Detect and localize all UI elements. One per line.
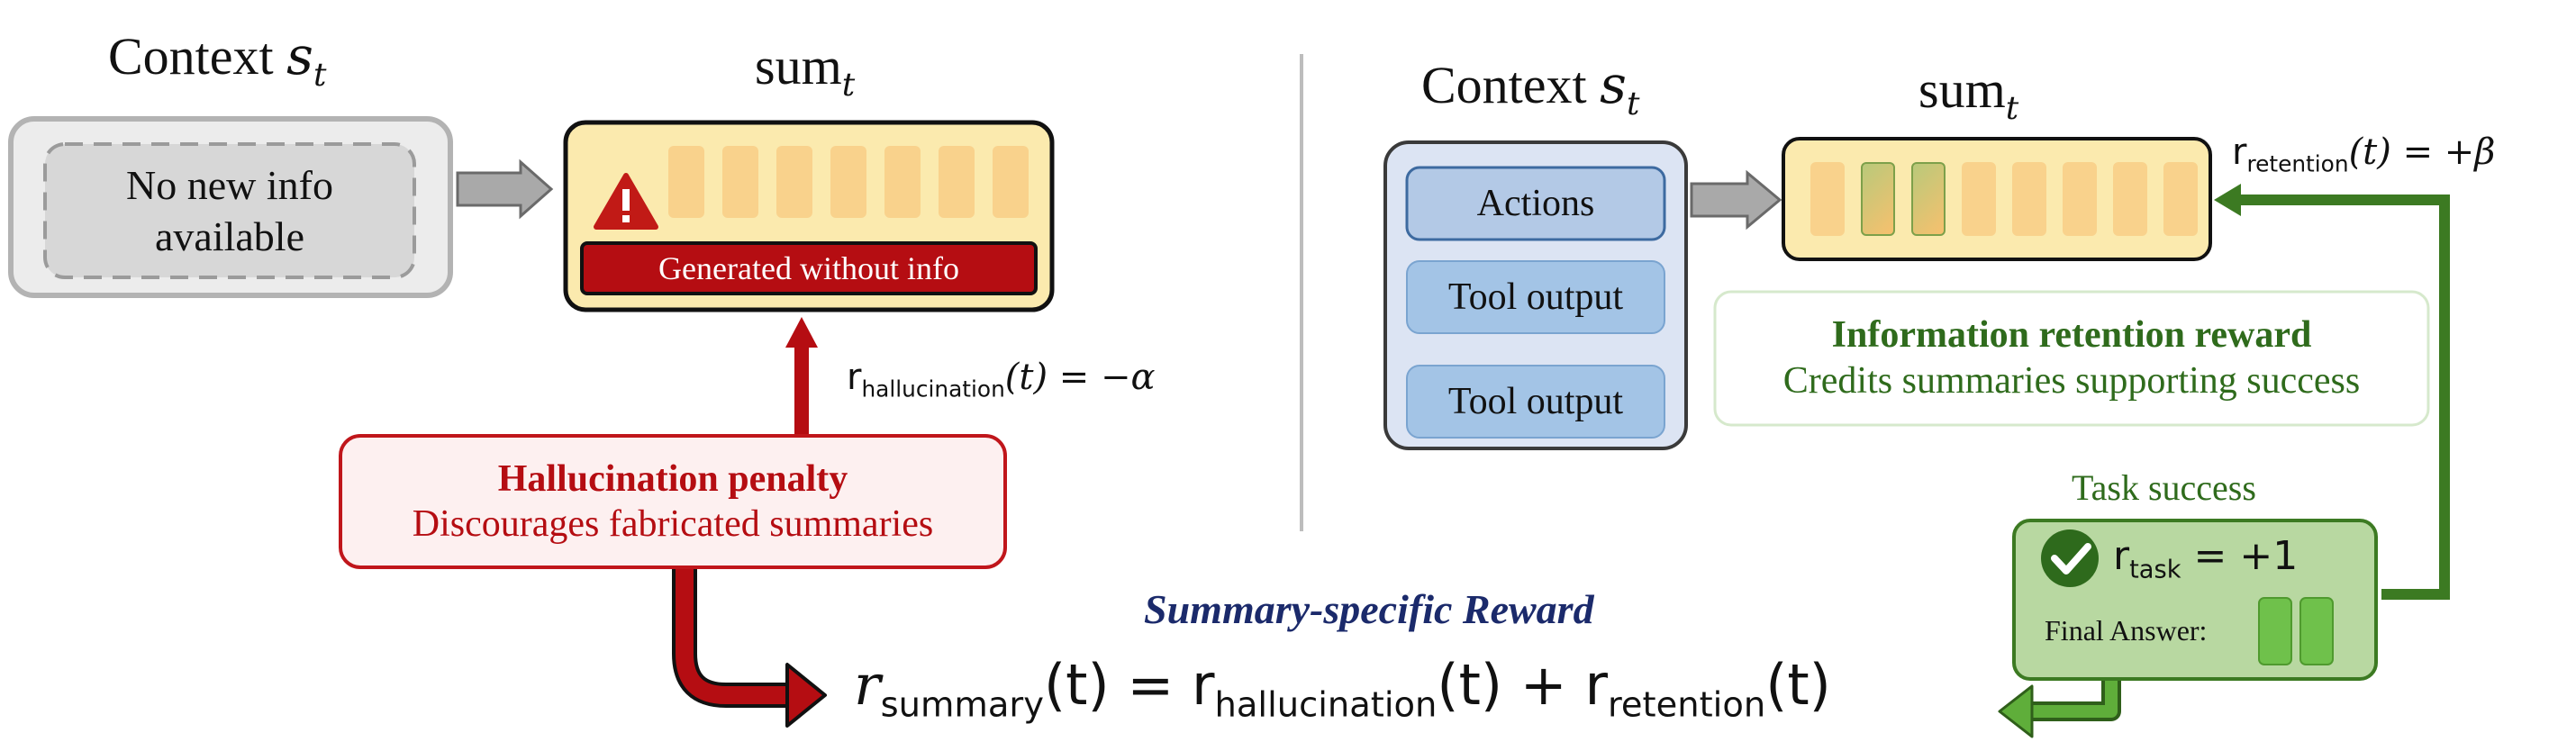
left-context-title: Context st (108, 25, 327, 94)
summary-slot-retained (1911, 162, 1946, 236)
retention-reward-label: rretention(t) = +β (2232, 131, 2496, 177)
check-circle-icon (2041, 529, 2099, 587)
final-answer-label: Final Answer: (2045, 614, 2208, 647)
left-sum-title: sumt (755, 37, 856, 104)
context-item-tool-output: Tool output (1447, 381, 1624, 422)
summary-slot (668, 146, 704, 218)
retention-reward-text: Information retention reward Credits sum… (1715, 292, 2428, 425)
hallucination-penalty-text: Hallucination penalty Discourages fabric… (340, 436, 1005, 567)
task-reward-label: rtask = +1 (2113, 533, 2299, 584)
summary-slot (830, 146, 866, 218)
summary-slot (2063, 162, 2097, 236)
summary-reward-title: Summary-specific Reward (1144, 586, 1594, 632)
right-sum-title: sumt (1918, 60, 2019, 127)
hallucination-penalty-box (339, 434, 1007, 569)
context-item-actions-box (1405, 166, 1666, 241)
final-answer-slot (2258, 597, 2292, 665)
task-success-label: Task success (2072, 467, 2256, 508)
right-context-arrow (1690, 169, 1782, 231)
retention-feedback-arrow (2237, 195, 2450, 600)
retention-reward-box (1713, 290, 2430, 427)
no-info-text: No new info available (126, 161, 333, 260)
context-item-actions: Actions (1476, 183, 1595, 224)
right-context-title: Context st (1421, 54, 1640, 122)
generated-without-info-bar (580, 241, 1038, 295)
left-context-arrow (456, 158, 554, 220)
hallucination-up-arrow (785, 317, 818, 438)
summary-slot (776, 146, 812, 218)
warning-icon (594, 173, 658, 230)
summary-slot (722, 146, 758, 218)
task-to-equation-arrow (2030, 681, 2118, 718)
retention-reward-title: Information retention reward (1831, 313, 2312, 356)
summary-slot (2113, 162, 2147, 236)
context-item-tool-output-box-1 (1406, 260, 1665, 334)
summary-slot (1810, 162, 1845, 236)
context-item-tool-output-box-2 (1406, 365, 1665, 439)
hallucination-arrow-head (785, 663, 827, 728)
summary-slot (1962, 162, 1996, 236)
context-item-tool-output: Tool output (1447, 276, 1624, 318)
summary-slot (884, 146, 921, 218)
hallucination-penalty-title: Hallucination penalty (497, 457, 848, 500)
summary-slot (939, 146, 975, 218)
summary-slot (2163, 162, 2198, 236)
summary-slot-retained (1861, 162, 1895, 236)
summary-slot (993, 146, 1029, 218)
retention-arrow-head (2214, 184, 2241, 216)
hallucination-to-equation-arrow (676, 569, 791, 704)
hallucination-reward-label: rhallucination(t) = −α (847, 357, 1156, 403)
no-info-inner-box (43, 142, 416, 279)
final-answer-slot (2299, 597, 2334, 665)
hallucination-penalty-desc: Discourages fabricated summaries (412, 503, 934, 545)
generated-without-info-label: Generated without info (658, 250, 959, 286)
retention-reward-desc: Credits summaries supporting success (1782, 360, 2361, 402)
task-arrow-head (1998, 684, 2034, 738)
summary-reward-equation: rsummary(t) = rhallucination(t) + rreten… (854, 652, 1831, 726)
summary-slot (2012, 162, 2046, 236)
